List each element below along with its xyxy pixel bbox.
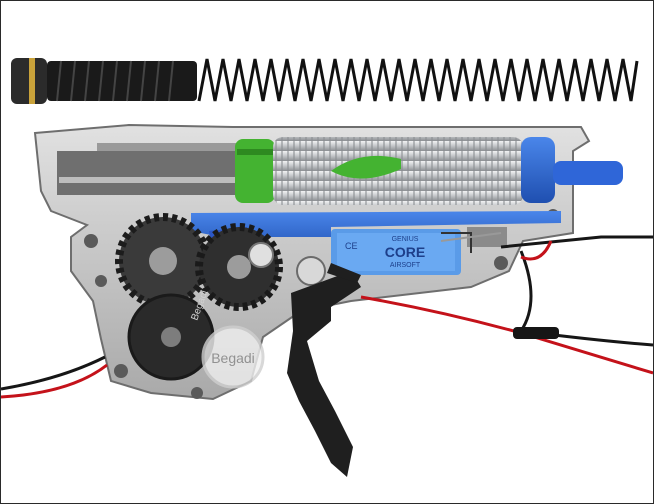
switch-ce-mark: CE	[345, 241, 358, 251]
switch-label-bottom: AIRSOFT	[390, 262, 421, 269]
watermark-text: Begadi	[211, 350, 255, 366]
switch-label-top: GENIUS	[392, 236, 419, 243]
gear-set: Begadi	[115, 213, 326, 381]
trigger	[287, 263, 361, 477]
watermark: Begadi	[201, 325, 265, 389]
cylinder-assembly	[235, 137, 623, 205]
switch-unit: CE GENIUS CORE AIRSOFT	[331, 229, 502, 275]
wiring	[1, 235, 653, 399]
mainspring	[11, 58, 639, 104]
switch-label-brand: CORE	[385, 244, 425, 260]
